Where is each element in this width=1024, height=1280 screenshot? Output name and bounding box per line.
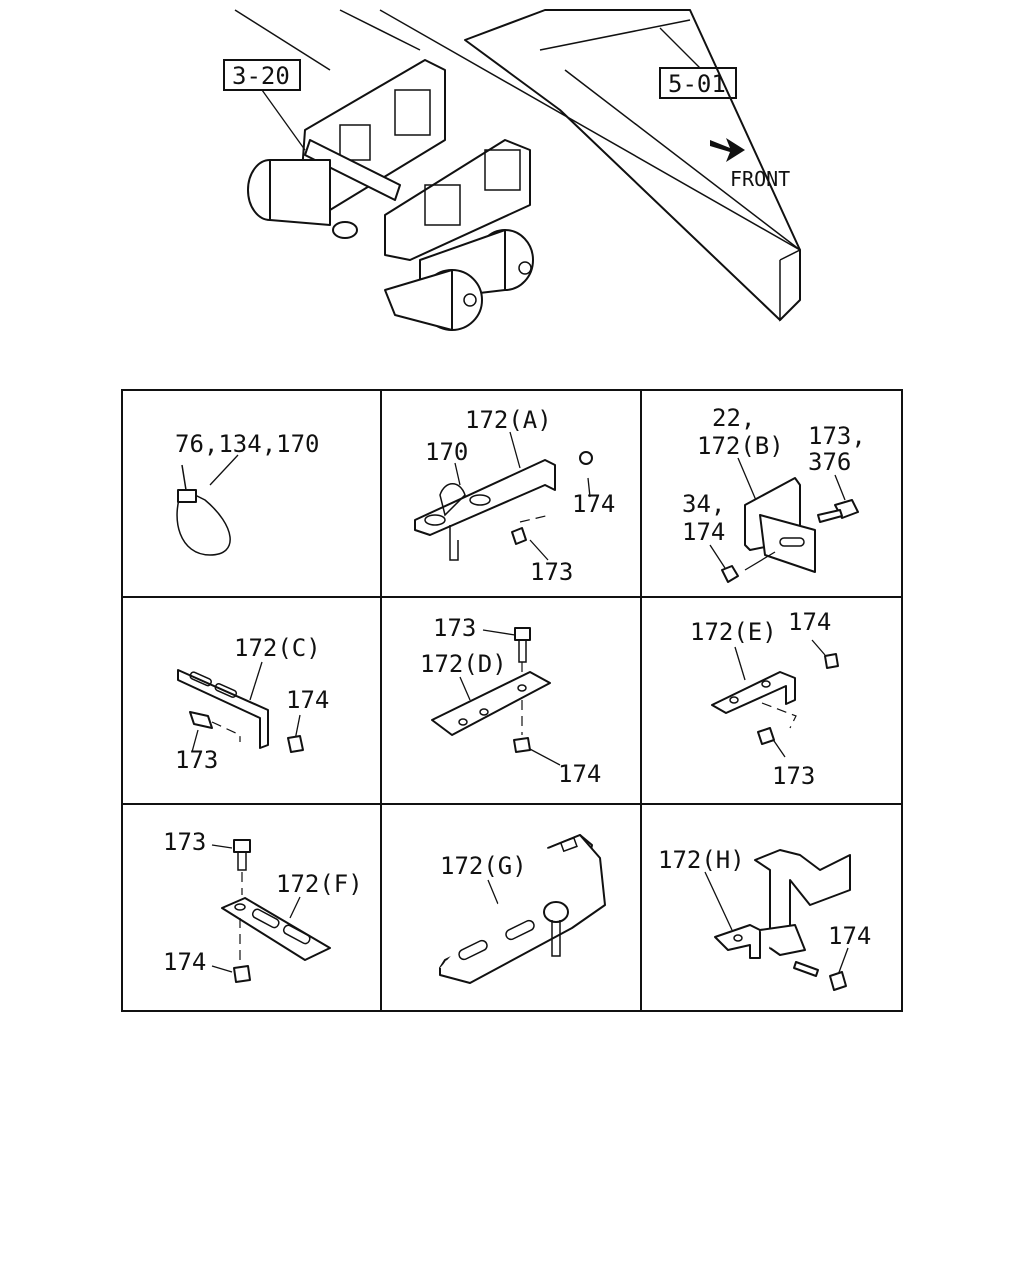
- part-label: 172(B): [697, 432, 784, 460]
- parts-table: [121, 389, 903, 1012]
- part-label: 76,134,170: [175, 430, 320, 458]
- cell-bracket-172d: 173 172(D) 174: [420, 614, 601, 788]
- part-label: 173: [772, 762, 815, 790]
- reference-label-right: 5-01: [668, 70, 726, 98]
- part-label: 174: [788, 608, 831, 636]
- part-label: 173: [175, 746, 218, 774]
- cell-bracket-172b: 22, 172(B) 173, 376 34, 174: [682, 404, 866, 583]
- part-label: 173: [530, 558, 573, 586]
- air-tanks: [247, 159, 534, 331]
- part-label: 174: [682, 518, 725, 546]
- front-direction-label: FRONT: [730, 167, 790, 191]
- part-label: 170: [425, 438, 468, 466]
- reference-box-left[interactable]: 3-20: [223, 59, 301, 91]
- part-label: 174: [558, 760, 601, 788]
- cell-bracket-172h: 172(H) 174: [658, 846, 871, 991]
- part-label: 174: [286, 686, 329, 714]
- reference-box-right[interactable]: 5-01: [659, 67, 737, 99]
- part-label: 34,: [682, 490, 725, 518]
- cell-bracket-172f: 173 172(F) 174: [163, 828, 363, 983]
- reference-label-left: 3-20: [232, 62, 290, 90]
- part-label: 22,: [712, 404, 755, 432]
- part-label: 172(H): [658, 846, 745, 874]
- cable-tie-icon: [176, 464, 231, 556]
- bracket-172e-icon: [711, 653, 839, 745]
- cell-bracket-172c: 172(C) 174 173: [175, 634, 329, 774]
- part-label: 172(C): [234, 634, 321, 662]
- cell-cable-tie: 76,134,170: [175, 430, 320, 556]
- part-label: 174: [828, 922, 871, 950]
- cell-bracket-172a: 172(A) 170 174 173: [414, 406, 615, 586]
- part-label: 173: [433, 614, 476, 642]
- bracket-172b-icon: [721, 477, 859, 583]
- part-label: 174: [572, 490, 615, 518]
- part-label: 173,: [808, 422, 866, 450]
- part-label: 174: [163, 948, 206, 976]
- bracket-172c-icon: [177, 669, 304, 753]
- part-label: 376: [808, 448, 851, 476]
- part-label: 172(F): [276, 870, 363, 898]
- bracket-172a-icon: [414, 451, 593, 561]
- cell-bracket-172g: 172(G): [439, 834, 606, 984]
- overview-assembly: 3-20 5-01 FRONT: [223, 9, 801, 331]
- bracket-172f-icon: [221, 839, 331, 983]
- frame-rail: [234, 9, 801, 322]
- bracket-172h-icon: [714, 849, 851, 991]
- part-label: 172(E): [690, 618, 777, 646]
- part-label: 172(G): [440, 852, 527, 880]
- bracket-172d-icon: [431, 627, 551, 753]
- part-label: 173: [163, 828, 206, 856]
- cell-bracket-172e: 172(E) 174 173: [690, 608, 839, 790]
- part-label: 172(A): [465, 406, 552, 434]
- bracket-172g-icon: [439, 834, 606, 984]
- part-label: 172(D): [420, 650, 507, 678]
- front-arrow-icon: [710, 138, 745, 162]
